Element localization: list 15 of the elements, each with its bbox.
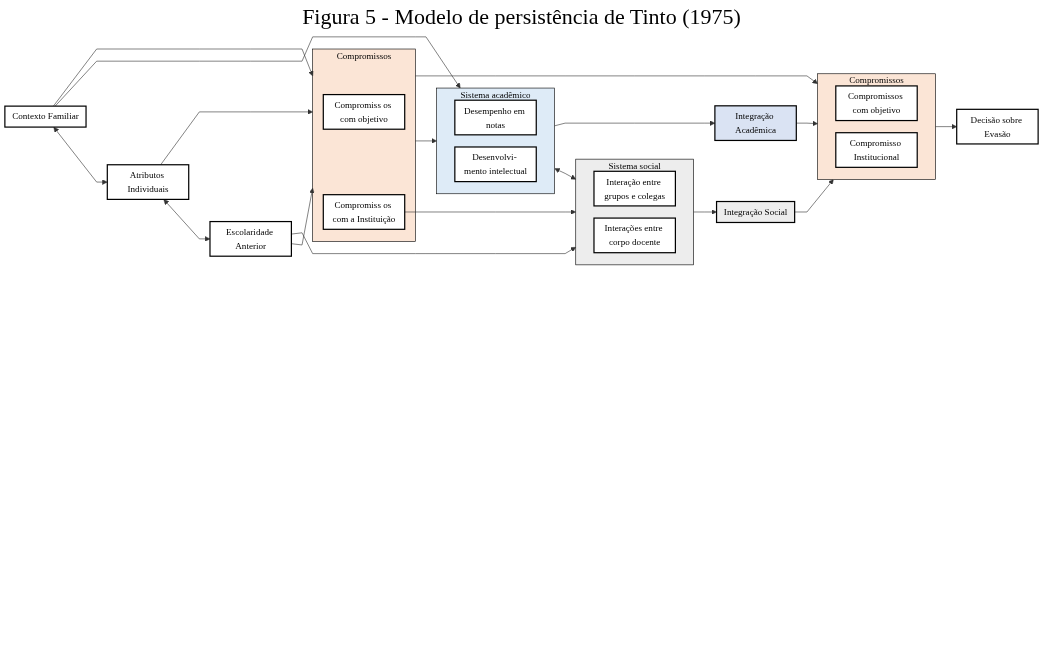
node-box: Integração Social xyxy=(715,200,796,224)
node-box: Desempenho em notas xyxy=(454,99,537,136)
node-box: Compromiss os com objetivo xyxy=(322,93,406,130)
node-box: Compromisso Institucional xyxy=(835,132,918,168)
figure-title: Figura 5 - Modelo de persistência de Tinto (1975) xyxy=(301,4,742,30)
node-box: Escolaridade Anterior xyxy=(209,220,292,257)
node-box: Contexto Familiar xyxy=(4,105,87,128)
node-box: Integração Acadêmica xyxy=(714,105,797,142)
node-box: Decisão sobre Evasão xyxy=(956,108,1039,145)
node-box: Atributos Individuais xyxy=(106,164,190,200)
node-box: Desenvolvi- mento intelectual xyxy=(454,146,537,183)
node-box: Compromiss os com a Instituição xyxy=(322,194,406,230)
node-box: Interação entre grupos e colegas xyxy=(593,170,676,207)
node-box: Interações entre corpo docente xyxy=(593,217,676,254)
node-box: Compromissos com objetivo xyxy=(835,85,918,122)
